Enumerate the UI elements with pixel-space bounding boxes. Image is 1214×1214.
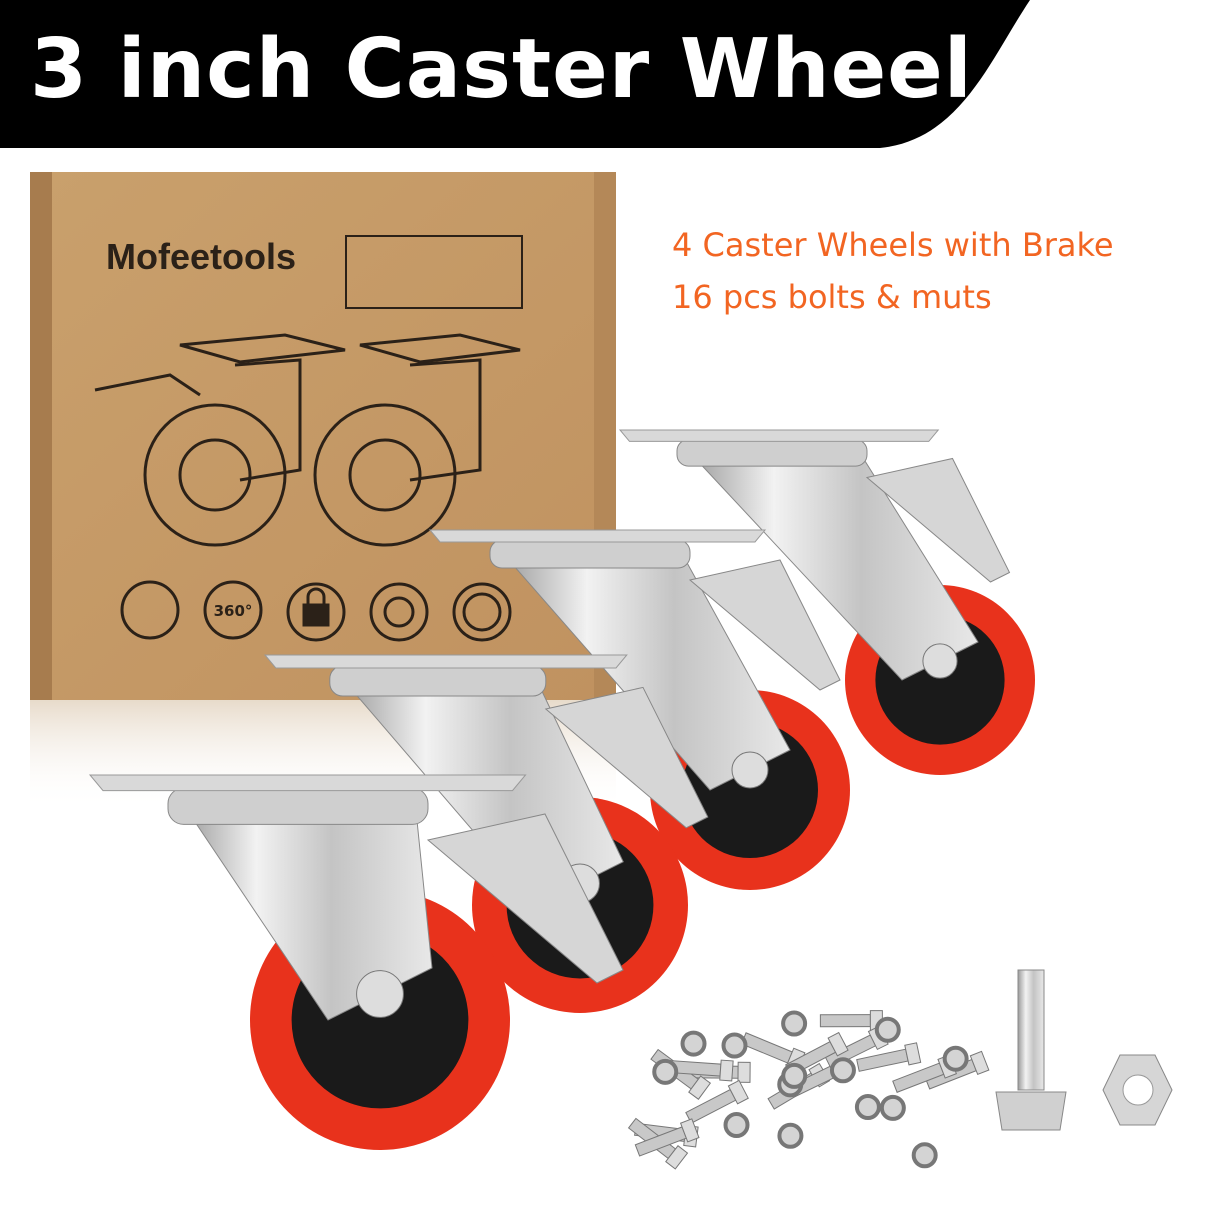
title-banner [0, 0, 1030, 148]
caster-wheels [88, 429, 1035, 1150]
bearing-icon [369, 582, 429, 642]
nut [911, 1142, 938, 1169]
nut [874, 1016, 901, 1043]
nut [652, 1058, 679, 1085]
feature-line-1: 4 Caster Wheels with Brake [672, 226, 1114, 264]
lifetime-guarantee-icon [452, 582, 512, 642]
brake-lever [865, 457, 1011, 583]
product-box: 360° [30, 172, 616, 810]
rotate-360-icon [203, 580, 263, 640]
swivel-bearing [329, 665, 547, 697]
swivel-bearing [676, 439, 868, 467]
nut [942, 1045, 969, 1072]
lock-icon [286, 582, 346, 642]
caster-wheel [428, 529, 850, 890]
mounting-plate [618, 429, 940, 442]
axle-nut [731, 751, 769, 789]
nut [879, 1094, 906, 1121]
mounting-plate [428, 529, 767, 543]
axle-nut [922, 643, 958, 679]
bolt [685, 1079, 749, 1124]
nut [721, 1032, 748, 1059]
caster-wheel [618, 429, 1035, 775]
nut [854, 1094, 881, 1121]
nut [723, 1111, 750, 1138]
box-caster-drawing [94, 333, 521, 547]
bolt [856, 1042, 922, 1072]
nut [781, 1010, 808, 1037]
brake-lever [426, 813, 624, 984]
nut [781, 1062, 808, 1089]
box-feature-icons [120, 580, 512, 642]
bolt [634, 1118, 700, 1157]
mounting-plate [88, 774, 527, 792]
icon-360-text: 360° [214, 602, 253, 620]
swivel-bearing [167, 787, 429, 825]
bolt [819, 1010, 883, 1032]
nut [829, 1057, 856, 1084]
nut [777, 1122, 804, 1149]
bolts-and-nuts [627, 969, 1173, 1170]
caster-wheel [88, 774, 624, 1150]
box-brand: Mofeetools [106, 236, 297, 277]
axle-nut [356, 970, 404, 1018]
brake-lever [688, 559, 841, 691]
nut [680, 1030, 707, 1057]
bolt [669, 1059, 734, 1082]
bolt-nut-icon [120, 580, 180, 640]
page-title: 3 inch Caster Wheel [30, 22, 973, 117]
sample-bolt [995, 969, 1067, 1131]
mounting-plate [263, 654, 628, 669]
brake-lever [544, 686, 709, 829]
feature-line-2: 16 pcs bolts & muts [672, 278, 992, 316]
swivel-bearing [489, 539, 691, 569]
label-box [345, 235, 523, 309]
